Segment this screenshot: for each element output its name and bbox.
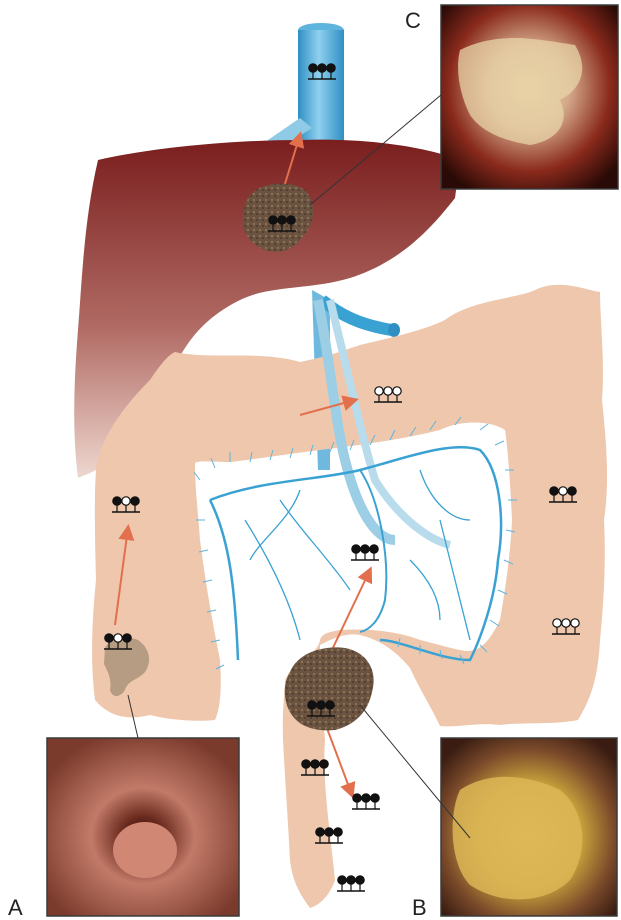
marker-rectum-4	[337, 876, 365, 891]
label-b: B	[412, 895, 427, 920]
tree-black-icon	[317, 701, 325, 709]
tree-black-icon	[353, 794, 361, 802]
tree-black-icon	[105, 634, 113, 642]
tree-black-icon	[370, 545, 378, 553]
label-a: A	[8, 895, 23, 920]
tree-black-icon	[362, 794, 370, 802]
tree-black-icon	[308, 701, 316, 709]
tree-black-icon	[326, 701, 334, 709]
tree-black-icon	[131, 497, 139, 505]
sigmoid-tumor-icon	[285, 647, 374, 730]
photo-a	[47, 695, 239, 916]
tree-black-icon	[269, 216, 277, 224]
tree-white-icon	[393, 387, 401, 395]
marker-rectum-2	[352, 794, 380, 809]
tree-black-icon	[568, 487, 576, 495]
tree-black-icon	[338, 876, 346, 884]
tree-black-icon	[550, 487, 558, 495]
tree-white-icon	[122, 497, 130, 505]
vena-cava	[268, 23, 344, 160]
tree-white-icon	[559, 487, 567, 495]
tree-white-icon	[571, 619, 579, 627]
tree-black-icon	[311, 760, 319, 768]
tree-black-icon	[320, 760, 328, 768]
tree-black-icon	[356, 876, 364, 884]
tree-black-icon	[113, 497, 121, 505]
tree-black-icon	[309, 64, 317, 72]
tree-black-icon	[347, 876, 355, 884]
label-c: C	[405, 8, 421, 33]
tree-black-icon	[327, 64, 335, 72]
tree-black-icon	[278, 216, 286, 224]
tree-black-icon	[352, 545, 360, 553]
tree-white-icon	[562, 619, 570, 627]
tree-black-icon	[334, 828, 342, 836]
tree-white-icon	[384, 387, 392, 395]
tree-black-icon	[325, 828, 333, 836]
tree-white-icon	[553, 619, 561, 627]
photo-b	[360, 705, 617, 916]
tree-black-icon	[371, 794, 379, 802]
tree-black-icon	[316, 828, 324, 836]
tree-white-icon	[375, 387, 383, 395]
tree-black-icon	[302, 760, 310, 768]
tree-black-icon	[287, 216, 295, 224]
tree-black-icon	[123, 634, 131, 642]
tree-black-icon	[361, 545, 369, 553]
tree-black-icon	[318, 64, 326, 72]
tree-white-icon	[114, 634, 122, 642]
marker-mesentery	[351, 545, 379, 560]
